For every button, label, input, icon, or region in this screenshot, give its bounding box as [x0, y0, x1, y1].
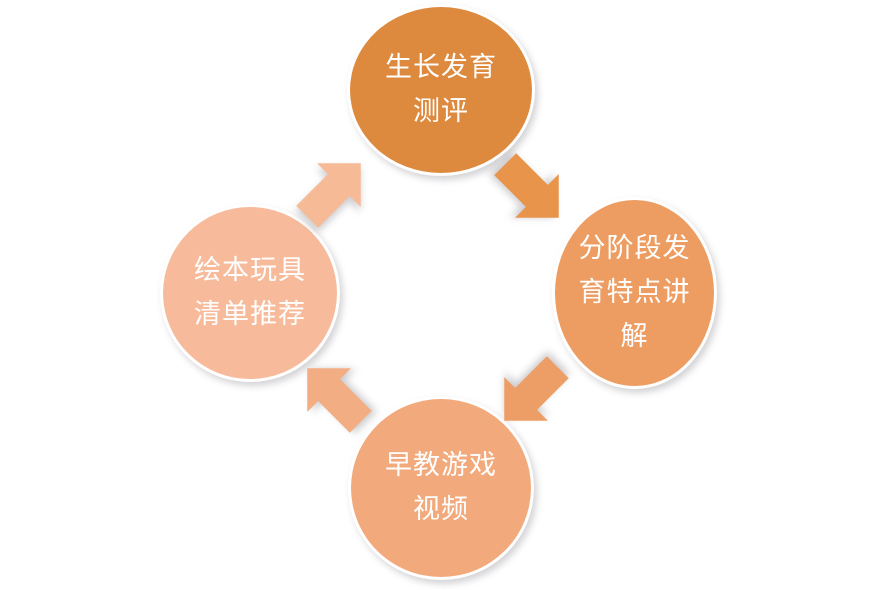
cycle-node-left-label: 绘本玩具 清单推荐 — [194, 255, 306, 329]
cycle-node-growth-assessment[interactable]: 生长发育 测评 — [347, 4, 535, 176]
cycle-node-book-toy-list[interactable]: 绘本玩具 清单推荐 — [160, 204, 340, 382]
arrow-top-to-right-icon — [471, 130, 593, 252]
cycle-node-stage-development[interactable]: 分阶段发 育特点讲 解 — [552, 197, 717, 389]
cycle-node-top-label: 生长发育 测评 — [385, 52, 497, 126]
cycle-node-early-education-video[interactable]: 早教游戏 视频 — [348, 396, 534, 580]
cycle-node-bottom-label: 早教游戏 视频 — [385, 450, 497, 524]
arrow-left-to-top-icon — [273, 129, 395, 251]
cycle-node-right-label: 分阶段发 育特点讲 解 — [578, 233, 691, 351]
arrow-right-to-bottom-icon — [470, 333, 592, 455]
arrow-bottom-to-left-icon — [273, 334, 395, 456]
